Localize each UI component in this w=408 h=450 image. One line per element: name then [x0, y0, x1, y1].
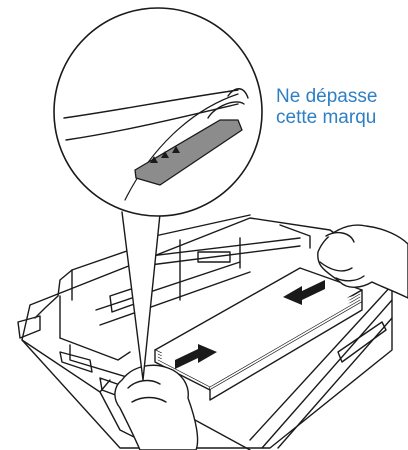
left-hand — [114, 364, 199, 450]
instruction-caption: Ne dépasse cette marqu — [276, 86, 377, 128]
right-hand — [317, 224, 408, 299]
mark-plate — [134, 119, 243, 186]
triangle-marks-icon — [150, 146, 180, 163]
black-arrow-icon — [175, 280, 325, 369]
magnifier-callout — [53, 7, 263, 381]
caption-line-1: Ne dépasse — [276, 86, 378, 107]
caption-line-2: cette marqu — [276, 107, 377, 128]
